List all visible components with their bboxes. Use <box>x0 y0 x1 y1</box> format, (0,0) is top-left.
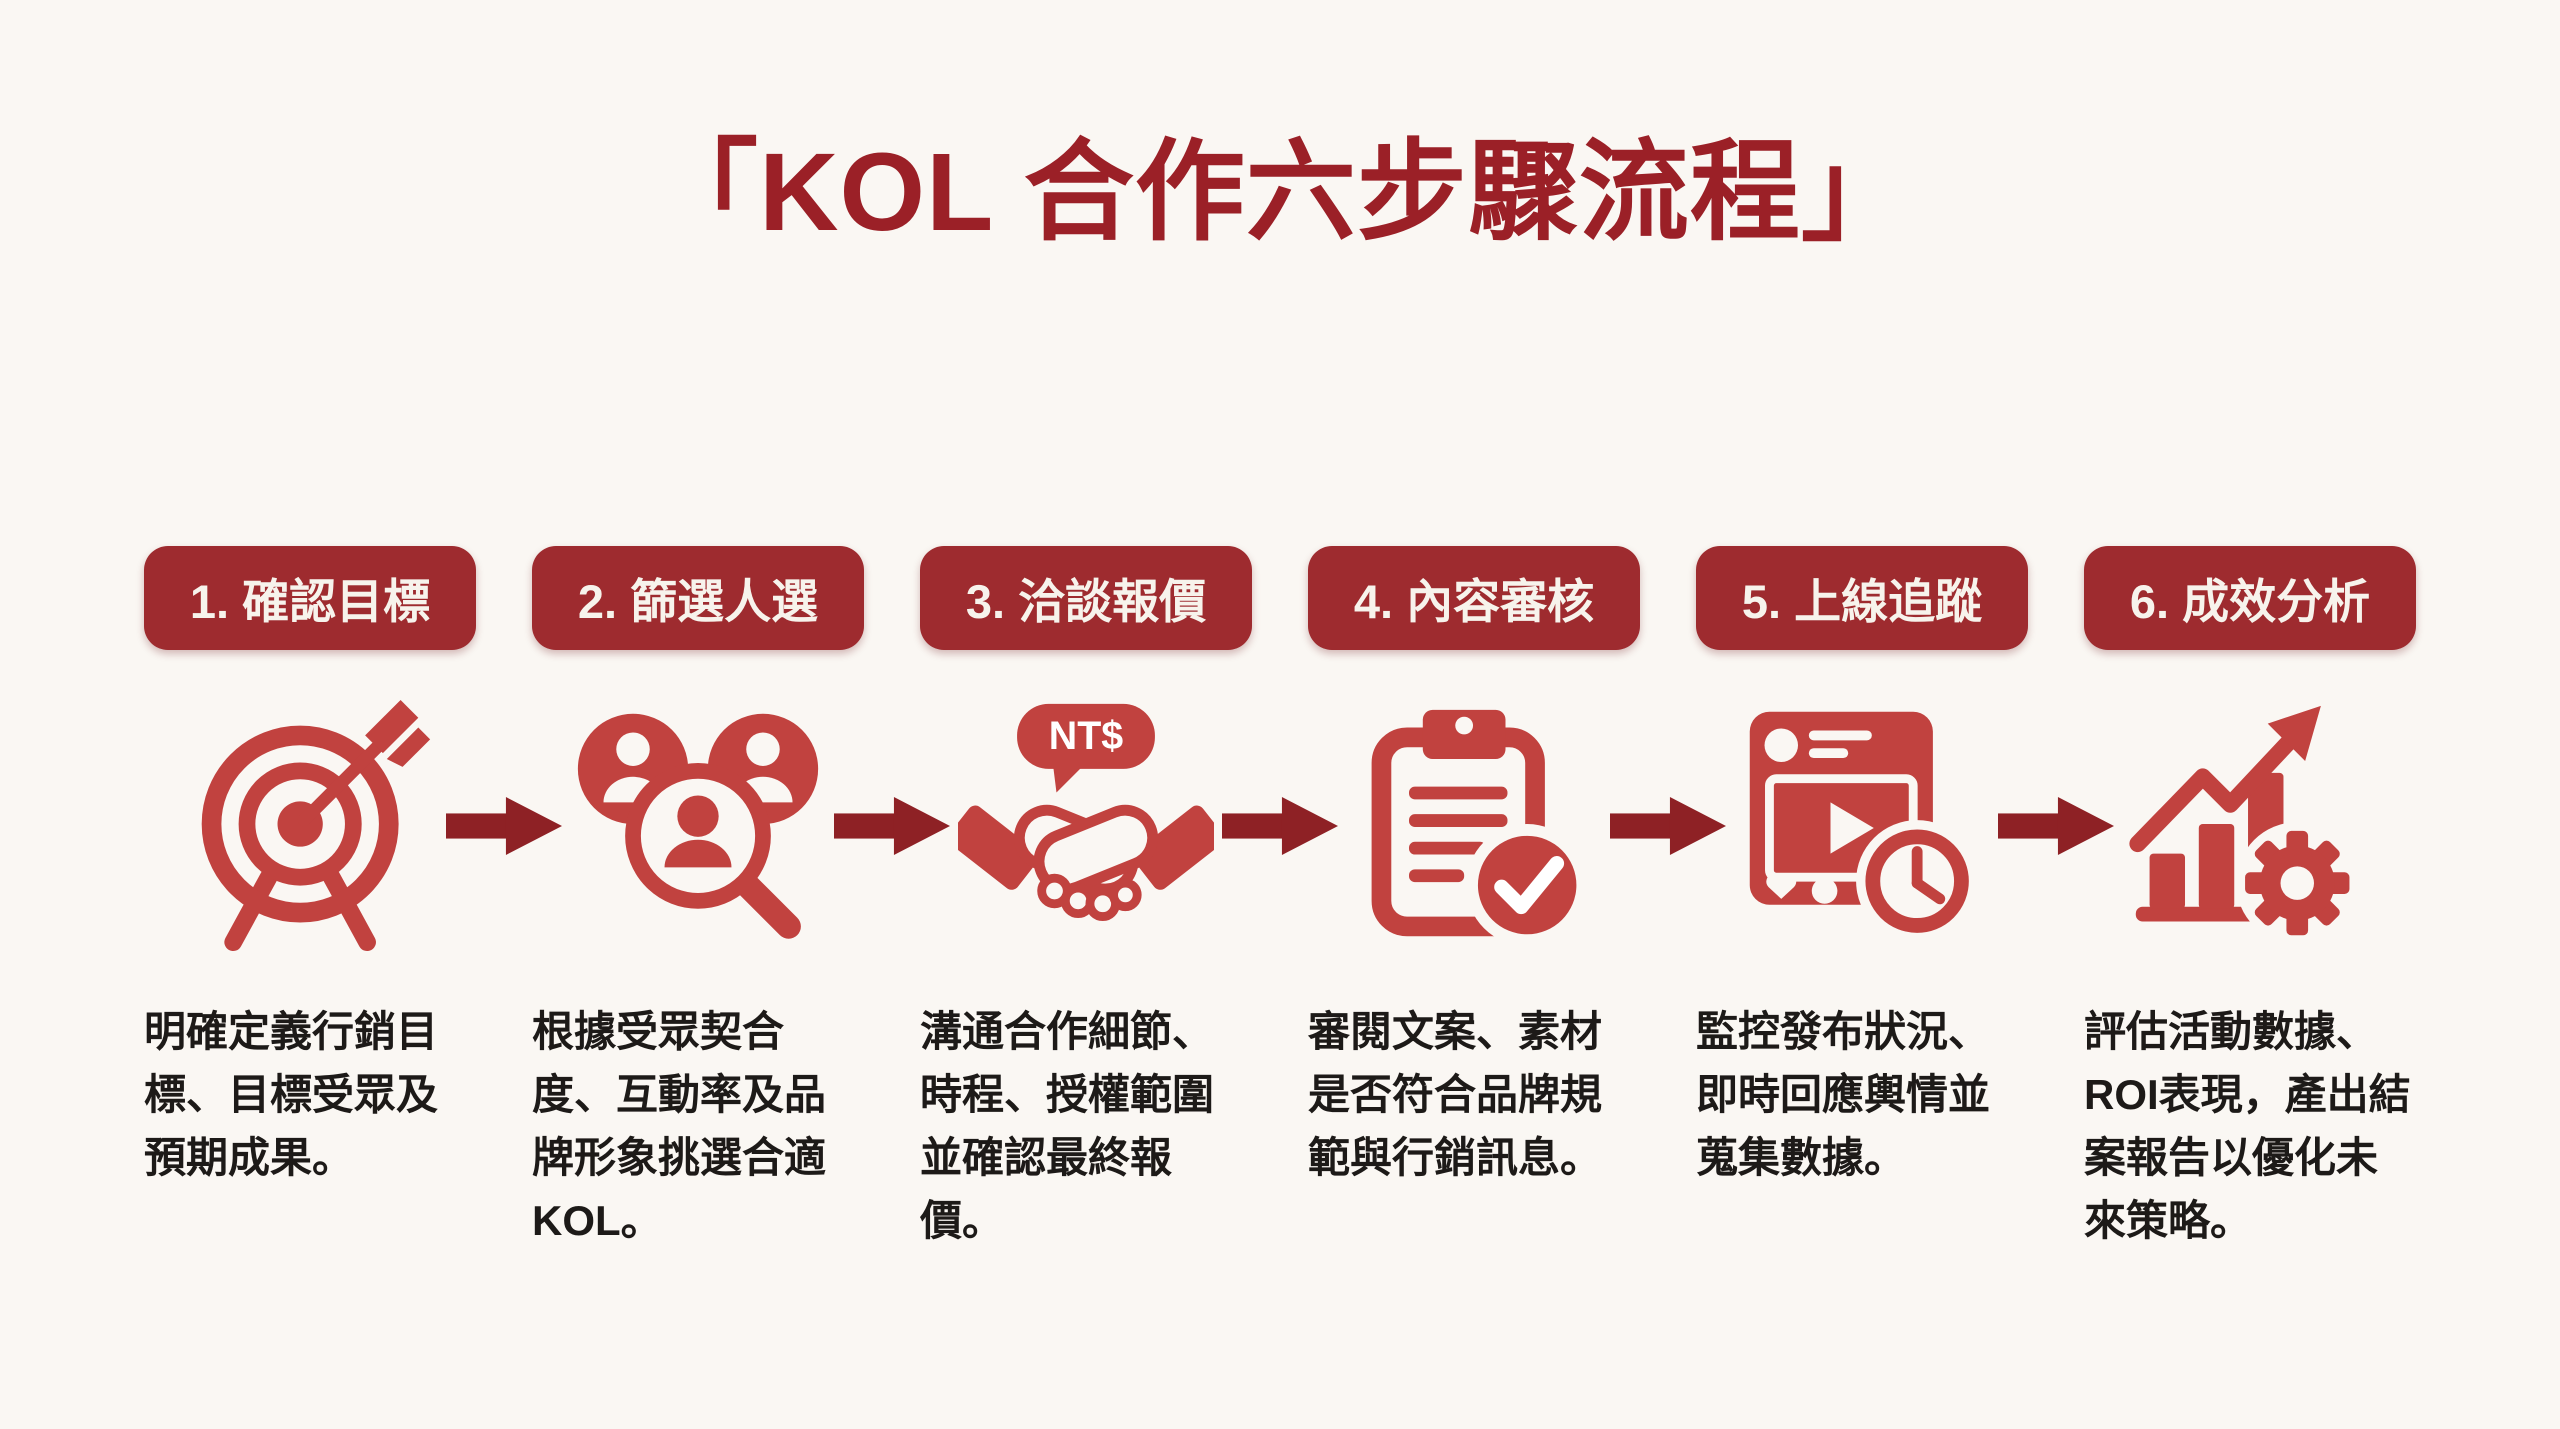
people-search-icon <box>532 686 864 966</box>
right-arrow-icon <box>1222 796 1338 855</box>
step-column-1: 1. 確認目標 明確定義行銷目標、目標受眾及預期成果。 <box>144 545 562 1252</box>
step-badge: 5. 上線追蹤 <box>1696 545 2028 650</box>
nt-dollar-bubble-text: NT$ <box>1049 714 1123 758</box>
right-arrow-icon <box>446 796 562 855</box>
step-column-6: 6. 成效分析 <box>2084 545 2416 1252</box>
step-badge: 4. 內容審核 <box>1308 545 1640 650</box>
step-column-5: 5. 上線追蹤 監控發布狀況、即時回應輿情並蒐集數據。 <box>1696 545 2114 1252</box>
step-badge: 3. 洽談報價 <box>920 545 1252 650</box>
step-badge: 2. 篩選人選 <box>532 545 864 650</box>
handshake-money-icon: NT$ <box>920 686 1252 966</box>
step-column-3: 3. 洽談報價 NT$ 溝通合作細節、時程、授權範圍並確認最終報價。 <box>920 545 1338 1252</box>
right-arrow-icon <box>1998 796 2114 855</box>
step-badge: 1. 確認目標 <box>144 545 476 650</box>
page-title: 「KOL 合作六步驟流程」 <box>648 131 1912 254</box>
step-description: 溝通合作細節、時程、授權範圍並確認最終報價。 <box>920 1007 1215 1244</box>
step-description: 評估活動數據、ROI表現，產出結案報告以優化未來策略。 <box>2084 1007 2411 1244</box>
step-description: 監控發布狀況、即時回應輿情並蒐集數據。 <box>1696 1007 1991 1181</box>
step-description: 根據受眾契合度、互動率及品牌形象挑選合適KOL。 <box>532 1007 827 1244</box>
social-post-clock-icon <box>1696 686 2028 966</box>
step-description: 審閱文案、素材是否符合品牌規範與行銷訊息。 <box>1308 1007 1603 1181</box>
step-column-2: 2. 篩選人選 根據受眾契合度、互動率及品牌形象挑選合適KOL。 <box>532 545 950 1252</box>
step-description: 明確定義行銷目標、目標受眾及預期成果。 <box>144 1007 439 1181</box>
clipboard-check-icon <box>1308 686 1640 966</box>
target-arrow-icon <box>144 686 476 966</box>
right-arrow-icon <box>1610 796 1726 855</box>
chart-growth-gear-icon <box>2084 686 2416 966</box>
right-arrow-icon <box>834 796 950 855</box>
steps-row: 1. 確認目標 明確定義行銷目標、目標受眾及預期成果。 2 <box>0 545 2560 1252</box>
step-badge: 6. 成效分析 <box>2084 545 2416 650</box>
step-column-4: 4. 內容審核 審閱文案、素材是否符合品牌規範與行銷訊息。 <box>1308 545 1726 1252</box>
